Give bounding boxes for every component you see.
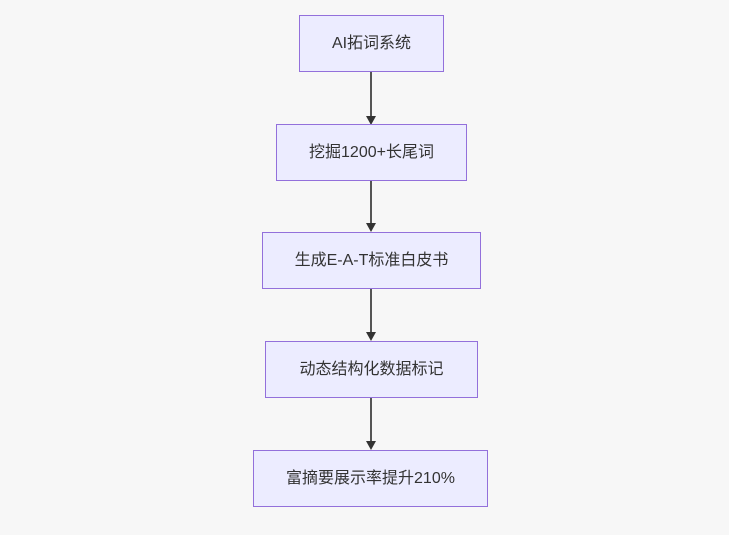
flowchart-node-rich-snippet-rate-increase: 富摘要展示率提升210% <box>253 450 488 507</box>
arrow-down-icon <box>366 72 376 125</box>
flowchart-node-ai-word-expansion-system: AI拓词系统 <box>299 15 444 72</box>
arrow-down-icon <box>366 289 376 341</box>
flowchart-node-generate-eat-whitepaper: 生成E-A-T标准白皮书 <box>262 232 481 289</box>
flowchart-node-dynamic-structured-data-markup: 动态结构化数据标记 <box>265 341 478 398</box>
flowchart-node-mine-longtail-keywords: 挖掘1200+长尾词 <box>276 124 467 181</box>
arrow-down-icon <box>366 181 376 232</box>
arrow-down-icon <box>366 398 376 450</box>
